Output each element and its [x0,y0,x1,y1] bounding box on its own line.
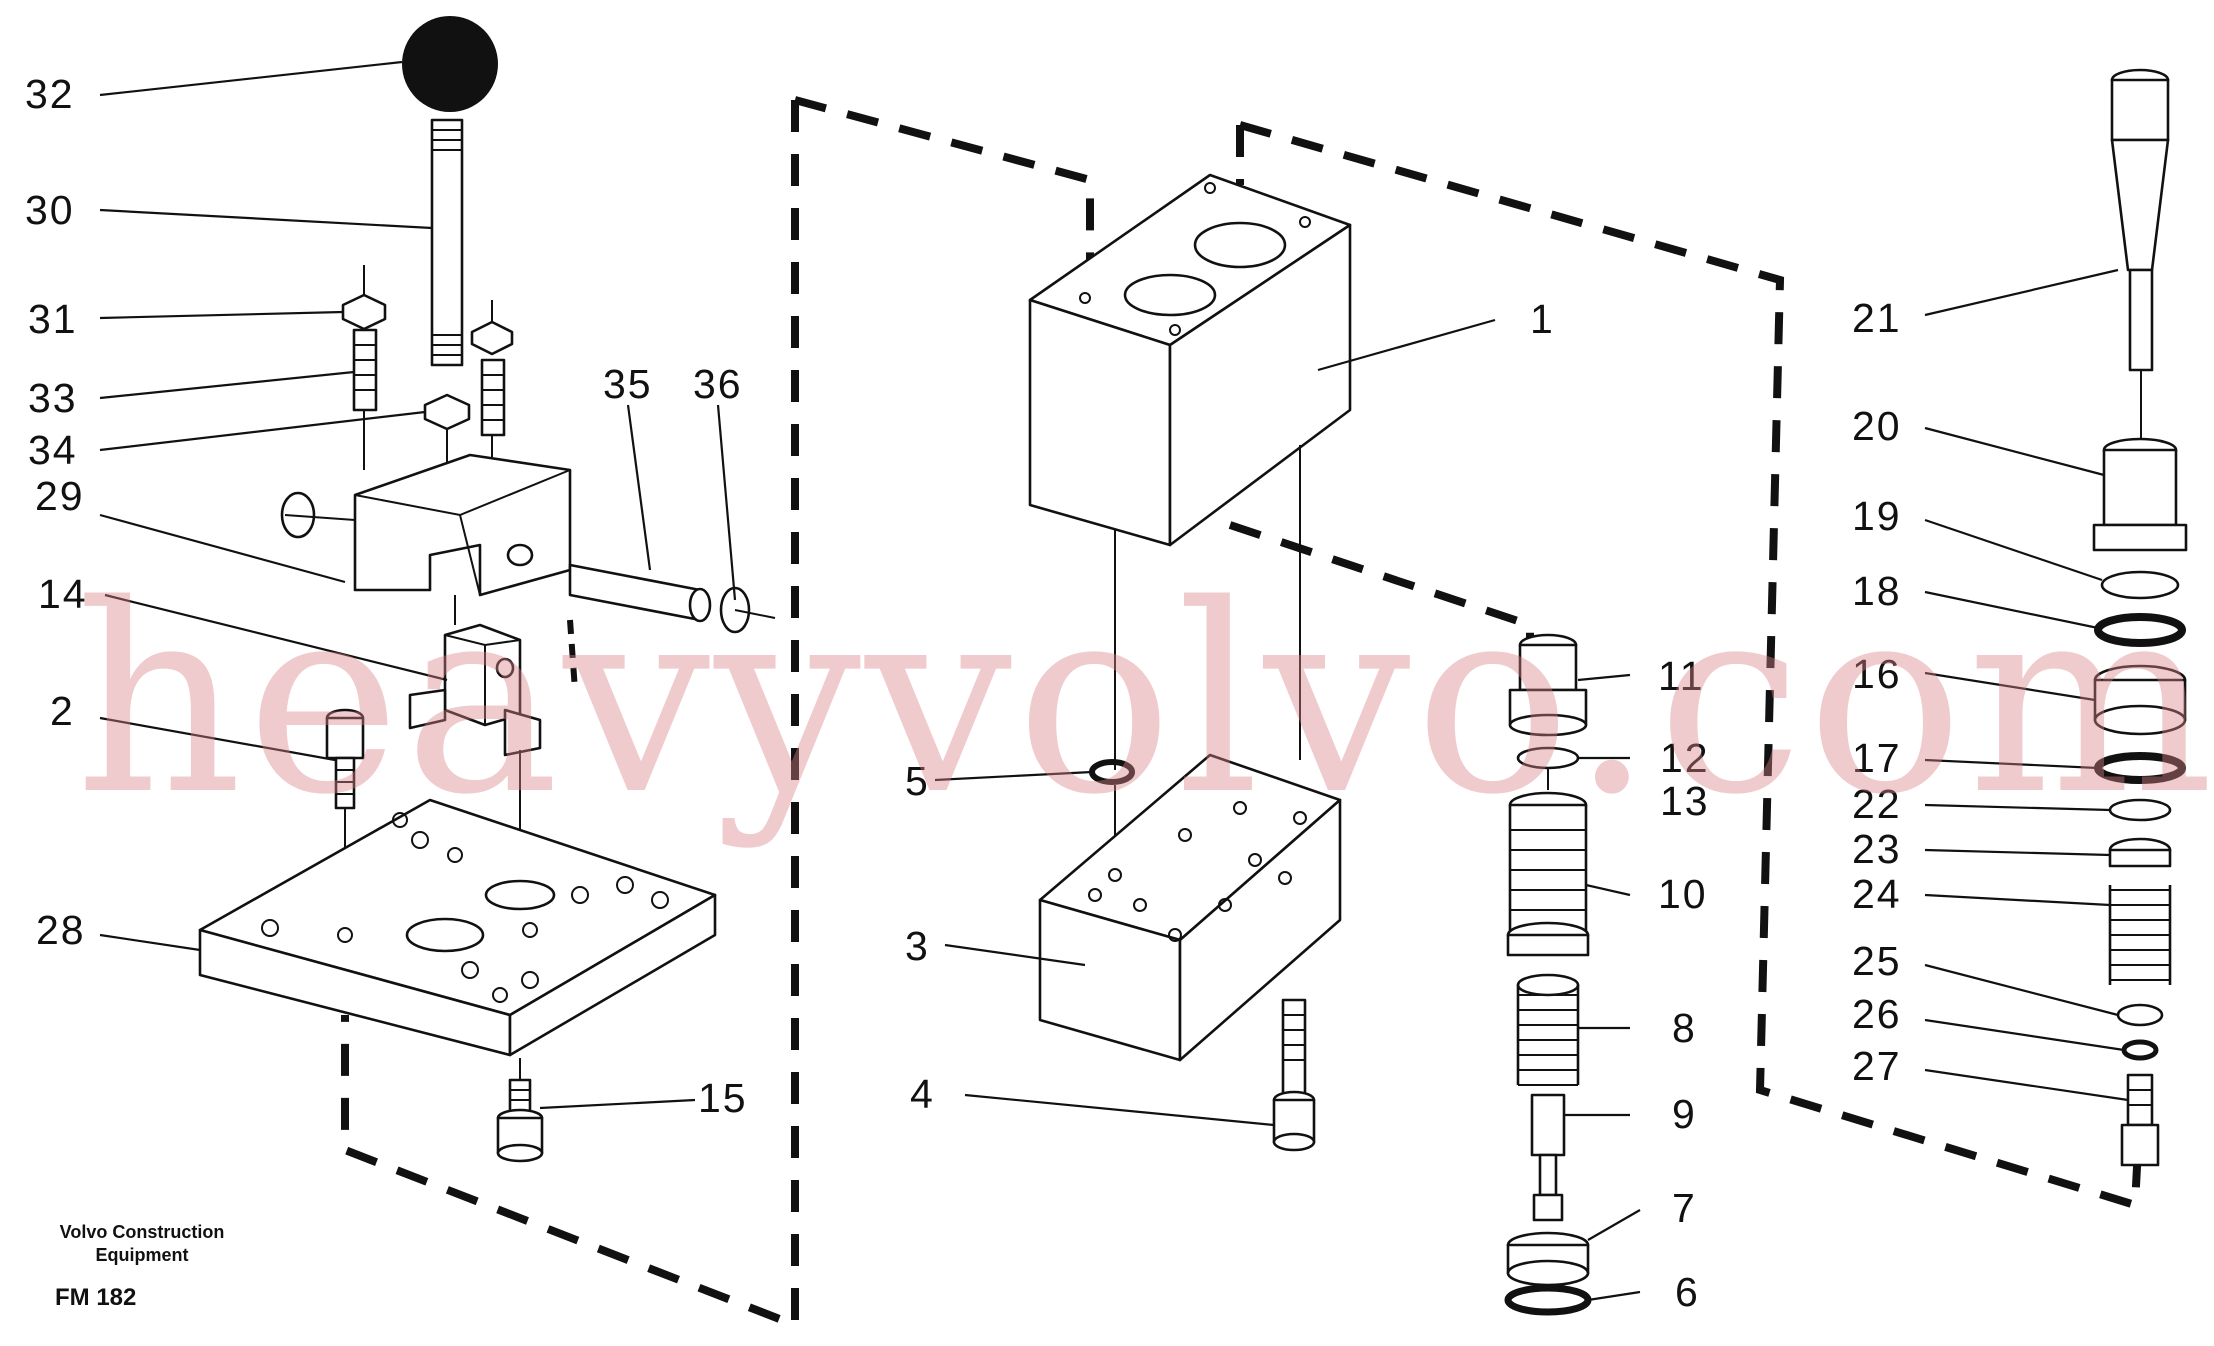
bolt-4 [1272,998,1316,1152]
nut-34 [423,393,471,431]
callout-9: 9 [1672,1091,1697,1137]
leader-lines [99,60,2129,1302]
callout-25: 25 [1852,938,1902,984]
callout-30: 30 [25,187,75,233]
callout-27: 27 [1852,1043,1902,1089]
callout-35: 35 [603,361,653,407]
screw-left [280,491,356,539]
callout-28: 28 [36,907,86,953]
clevis-14 [408,623,542,757]
callout-15: 15 [698,1075,748,1121]
company-name-line1: Volvo Construction [60,1222,225,1242]
callout-32: 32 [25,71,75,117]
pin-35 [568,563,712,623]
callout-5: 5 [905,758,930,804]
callout-21: 21 [1852,295,1902,341]
callout-3: 3 [905,923,930,969]
stud-right [470,300,514,475]
lower-block-3 [1038,753,1342,1062]
company-name-line2: Equipment [96,1245,189,1265]
callout-7: 7 [1672,1185,1697,1231]
lever-shaft [430,118,464,367]
callout-13: 13 [1660,778,1710,824]
bracket-29 [353,453,572,597]
callout-8: 8 [1672,1005,1697,1051]
callout-26: 26 [1852,991,1902,1037]
screw-15 [496,1058,544,1163]
spool-stack [1504,633,1592,1316]
callout-33: 33 [28,375,78,421]
callout-10: 10 [1658,871,1708,917]
callout-labels: 32 30 31 33 34 29 35 36 14 2 28 15 1 5 3… [25,71,1902,1315]
callout-29: 29 [35,473,85,519]
valve-block-1 [1028,173,1352,547]
callout-18: 18 [1852,568,1902,614]
callout-24: 24 [1852,871,1902,917]
callout-20: 20 [1852,403,1902,449]
callout-22: 22 [1852,781,1902,827]
callout-34: 34 [28,427,78,473]
right-stack [2092,68,2188,1167]
callout-14: 14 [38,571,88,617]
callout-11: 11 [1658,653,1705,699]
callout-12: 12 [1660,735,1710,781]
footer: Volvo Construction Equipment FM 182 [55,1222,224,1311]
figure-code: FM 182 [55,1284,136,1311]
base-plate-28 [198,798,717,1057]
callout-4: 4 [910,1071,935,1117]
callout-17: 17 [1852,735,1902,781]
knob-ball [402,16,498,112]
watermark-text: heavyvolvo.com [75,550,2214,852]
callout-31: 31 [28,296,78,342]
callout-16: 16 [1852,651,1902,697]
callout-19: 19 [1852,493,1902,539]
callout-6: 6 [1675,1269,1700,1315]
callout-36: 36 [693,361,743,407]
callout-2: 2 [50,688,75,734]
stud-left [341,265,387,470]
callout-1: 1 [1530,296,1555,342]
callout-23: 23 [1852,826,1902,872]
dashed-outline-left [341,96,1094,1331]
